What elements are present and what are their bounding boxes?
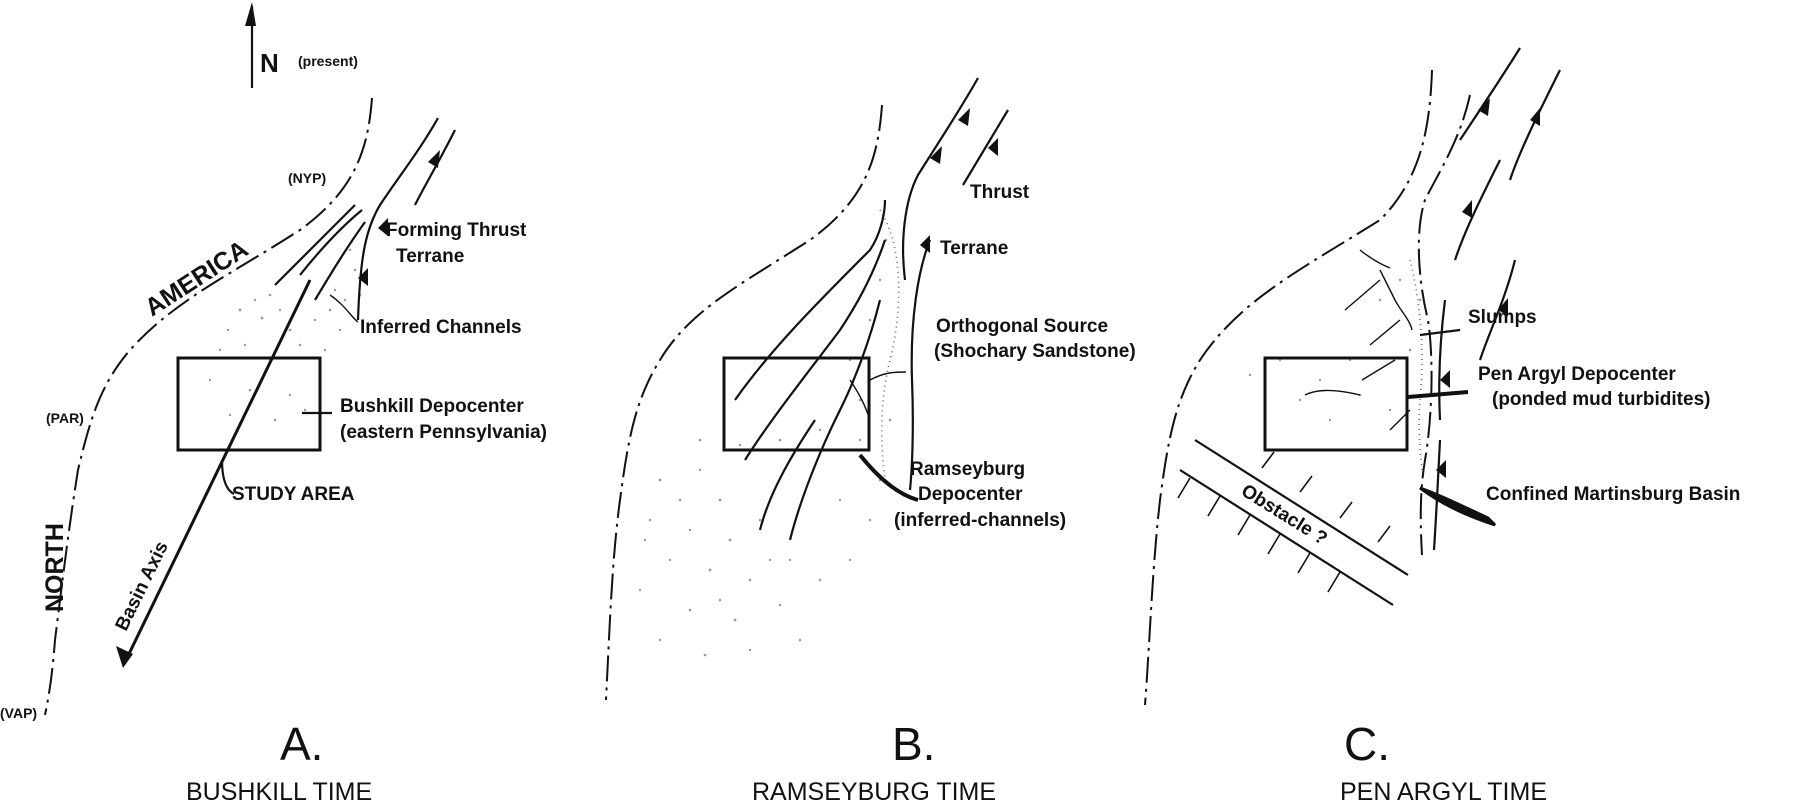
panel-c-thrust-tooth-icon	[1440, 370, 1450, 388]
panel-c-confined-label: Confined Martinsburg Basin	[1486, 484, 1740, 505]
panel-c-obstacle	[1177, 439, 1409, 606]
panel-b-rams-label-1: Ramseyburg	[910, 459, 1025, 480]
north-arrow-head-icon	[245, 2, 256, 26]
panel-c-basin-margin	[1417, 94, 1471, 556]
panel-a-america: AMERICA	[140, 235, 253, 322]
panel-a-letter: A.	[280, 718, 323, 770]
panel-b-rams-leader	[858, 453, 919, 502]
panel-c-thrust-3	[1453, 159, 1501, 261]
panel-a-basin-axis-head-icon	[116, 646, 133, 668]
panel-b-sand-margin	[879, 209, 900, 481]
panel-c-pen-label-1: Pen Argyl Depocenter	[1478, 364, 1676, 385]
panel-c-thrust-4	[1478, 259, 1517, 361]
panel-b-thrust-1	[902, 77, 979, 281]
panel-a-thrust-label-2: Terrane	[396, 246, 464, 267]
panel-b-stipple	[638, 238, 892, 657]
panel-a-thrust-tooth-icon	[358, 268, 368, 286]
panel-b-channel	[744, 239, 887, 461]
panel-a-caption: BUSHKILL TIME	[186, 778, 372, 806]
panel-a-channel	[314, 221, 366, 301]
panel-c-study-area-box	[1263, 356, 1409, 452]
panel-c-caption: PEN ARGYL TIME	[1340, 778, 1547, 806]
panel-b-thrust-3	[908, 239, 932, 491]
panel-a-basin-axis	[125, 279, 312, 659]
panel-c-thrust-5	[1438, 299, 1447, 421]
panel-b-thrust-tooth-icon	[958, 108, 970, 126]
panel-a-thrust-tooth-icon	[428, 150, 440, 168]
north-note: (present)	[298, 53, 358, 69]
panel-b-caption: RAMSEYBURG TIME	[752, 778, 996, 806]
panel-b-america-margin	[605, 104, 883, 701]
panel-c-thrust-tooth-icon	[1436, 460, 1446, 478]
panel-a-depocenter-label-2: (eastern Pennsylvania)	[340, 422, 547, 443]
panel-c-slumps-label: Slumps	[1468, 307, 1537, 328]
panel-c-slump-arrow	[1344, 279, 1381, 311]
panel-c-thrust-1	[1459, 47, 1521, 141]
panel-c-thrust-tooth-icon	[1462, 200, 1472, 218]
panel-c-slump-scarp	[1359, 249, 1413, 331]
panel-c-slump-arrow	[1304, 389, 1361, 396]
panel-b-thrust-label: Thrust	[970, 182, 1030, 203]
panel-c-thrust-2	[1508, 69, 1561, 181]
north-arrow: N (present)	[245, 2, 358, 88]
north-letter: N	[260, 48, 279, 78]
panel-a-thrust-tooth-icon	[378, 218, 388, 236]
panel-b-rams-label-2: Depocenter	[918, 484, 1023, 505]
panel-b-thrust-tooth-icon	[930, 146, 942, 164]
panel-b-channel	[758, 419, 816, 531]
panel-a: (NYP) (PAR) (VAP) AMERICA NORTH Forming …	[0, 97, 547, 806]
panel-a-nyp: (NYP)	[288, 170, 326, 186]
panel-c: Slumps Pen Argyl Depocenter (ponded mud …	[1144, 47, 1740, 806]
panel-c-letter: C.	[1344, 718, 1390, 770]
panel-c-confined-wedge-icon	[1419, 486, 1497, 527]
panel-b-channel	[788, 299, 882, 541]
panel-b-ortho-label-1: Orthogonal Source	[936, 316, 1108, 337]
panel-b: Thrust Terrane Orthogonal Source (Shocha…	[605, 77, 1136, 806]
panel-b-thrust-tooth-icon	[920, 235, 930, 253]
panel-b-ortho-leader	[869, 371, 907, 381]
panel-a-channels-label: Inferred Channels	[360, 317, 522, 338]
panel-c-slumps-leader	[1419, 328, 1461, 337]
panel-b-ortho-label-2: (Shochary Sandstone)	[934, 341, 1136, 362]
panel-a-study-area-box	[176, 356, 322, 452]
panel-b-study-area-box	[722, 356, 871, 452]
panel-c-thrust-tooth-icon	[1478, 98, 1490, 116]
panel-a-america-margin	[44, 97, 373, 716]
panel-a-thrust-label-1: Forming Thrust	[386, 220, 527, 241]
panel-c-slump-arrow	[1361, 359, 1396, 381]
panel-a-thrust-1	[356, 117, 439, 321]
panel-a-study-label: STUDY AREA	[232, 484, 355, 505]
panel-c-thrust-tooth-icon	[1530, 108, 1540, 126]
panel-c-stipple	[1248, 278, 1422, 422]
panel-a-channel	[274, 204, 356, 286]
panel-b-thrust-tooth-icon	[988, 138, 998, 156]
panel-a-vap: (VAP)	[0, 705, 37, 721]
panel-a-basin-axis-label: Basin Axis	[112, 538, 173, 634]
panel-b-letter: B.	[892, 718, 935, 770]
panel-a-channel	[299, 209, 363, 276]
panel-a-par: (PAR)	[46, 410, 84, 426]
panel-c-slump-arrow	[1369, 319, 1401, 346]
panel-b-terrane-label: Terrane	[940, 238, 1008, 259]
panel-a-depocenter-label-1: Bushkill Depocenter	[340, 396, 524, 417]
panel-a-channel-leader	[329, 294, 359, 323]
panel-c-pen-leader	[1407, 390, 1469, 399]
panel-c-slump-margin	[1409, 259, 1423, 471]
panel-c-pen-label-2: (ponded mud turbidites)	[1492, 389, 1710, 410]
panel-a-north-word: NORTH	[41, 523, 69, 612]
panel-b-rams-label-3: (inferred-channels)	[894, 510, 1066, 531]
panel-a-thrust-2	[414, 129, 456, 206]
panel-c-thrust-tooth-icon	[1498, 298, 1508, 316]
panel-c-america-margin	[1144, 69, 1433, 706]
panel-b-channel	[734, 199, 887, 401]
panel-b-thrust-2	[962, 109, 1009, 186]
